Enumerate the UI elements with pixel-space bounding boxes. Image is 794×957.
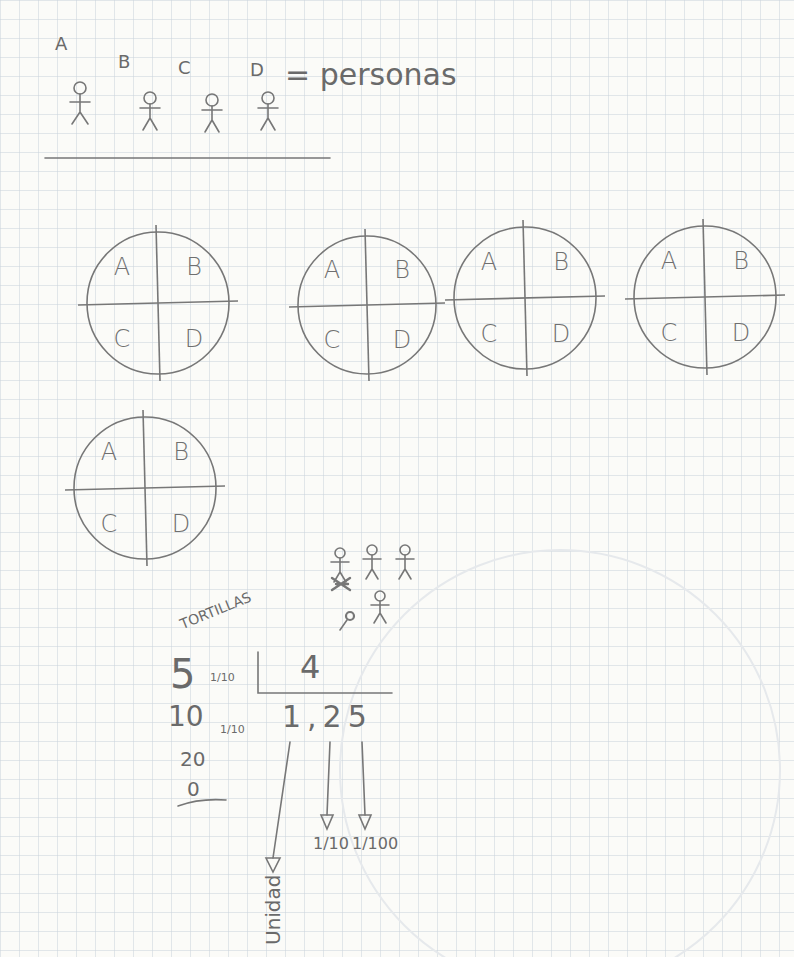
person-letter: C	[178, 58, 191, 78]
portion-letter: C	[297, 305, 367, 375]
portion-letter: B	[158, 231, 230, 303]
stick-figures	[331, 545, 414, 630]
faint-circle	[340, 550, 780, 957]
place-value-label: Unidad	[262, 874, 284, 945]
portion-letter: A	[633, 225, 705, 297]
divisor: 4	[300, 650, 320, 685]
tortilla-outline	[73, 416, 217, 560]
tortilla-outline	[453, 226, 597, 370]
portion-letter: B	[367, 235, 437, 305]
shared-tortilla: ABCD	[73, 416, 217, 560]
stick-figures	[70, 82, 278, 132]
portion-letter: C	[633, 297, 705, 369]
portion-letter: D	[705, 297, 777, 369]
place-value-label: 1/100	[352, 835, 398, 853]
shared-tortilla: ABCD	[297, 235, 437, 375]
portion-letter: B	[145, 416, 217, 488]
note-text: = personas	[285, 58, 457, 91]
shared-tortilla: ABCD	[453, 226, 597, 370]
portion-letter: C	[73, 488, 145, 560]
portion-letter: D	[158, 303, 230, 375]
tortilla-outline	[633, 225, 777, 369]
fraction-note: 1/10	[220, 724, 245, 736]
portion-letter: C	[86, 303, 158, 375]
remainder: 20	[180, 748, 205, 770]
place-value-label: 1/10	[313, 835, 349, 853]
person-letter: D	[250, 60, 264, 80]
tortilla-outline	[86, 231, 230, 375]
portion-letter: B	[705, 225, 777, 297]
division-bracket	[258, 652, 392, 693]
quotient: 1,25	[282, 700, 373, 733]
dividend: 5	[170, 652, 195, 696]
remainder: 10	[168, 702, 204, 733]
remainder: 0	[187, 778, 200, 800]
shared-tortilla: ABCD	[86, 231, 230, 375]
portion-letter: A	[86, 231, 158, 303]
fraction-note: 1/10	[210, 672, 235, 684]
tortilla-outline	[297, 235, 437, 375]
shared-tortilla: ABCD	[633, 225, 777, 369]
portion-letter: C	[453, 298, 525, 370]
portion-letter: A	[453, 226, 525, 298]
separator-line	[45, 157, 330, 159]
portion-letter: B	[525, 226, 597, 298]
portion-letter: A	[73, 416, 145, 488]
portion-letter: D	[145, 488, 217, 560]
person-letter: B	[118, 52, 130, 72]
underline	[178, 800, 226, 806]
portion-letter: D	[525, 298, 597, 370]
portion-letter: A	[297, 235, 367, 305]
portion-letter: D	[367, 305, 437, 375]
person-letter: A	[55, 34, 67, 54]
